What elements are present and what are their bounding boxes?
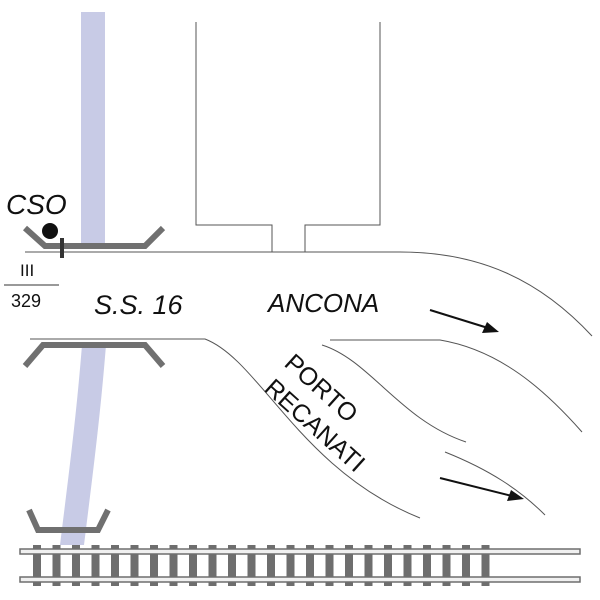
- railway-tie: [72, 545, 80, 586]
- railway-tie: [384, 545, 392, 586]
- cso-marker-icon: [42, 223, 58, 239]
- stream-lower: [60, 345, 106, 545]
- railway-tie: [286, 545, 295, 586]
- road-edge-top: [25, 251, 593, 337]
- railway-tie: [306, 545, 314, 586]
- railway-tie: [111, 545, 119, 586]
- railway-tie: [169, 545, 178, 586]
- railway-tie: [442, 545, 451, 586]
- fraction-top-label: III: [20, 261, 34, 280]
- road-edge-bottom: [30, 338, 421, 519]
- cso-label: CSO: [6, 189, 67, 220]
- stream-upper: [81, 12, 105, 246]
- rail-bottom: [19, 576, 581, 583]
- road-edge-lower-right: [444, 451, 546, 516]
- destination-ancona: ANCONA: [266, 288, 379, 318]
- railway-tie: [325, 545, 334, 586]
- railway-tie: [403, 545, 412, 586]
- bridge-railway: [26, 508, 111, 533]
- island-edge-outer: [330, 339, 583, 433]
- railway-tie: [345, 545, 353, 586]
- bridge-bottom: [22, 342, 166, 368]
- railway-tie: [364, 545, 373, 586]
- fraction-bottom-label: 329: [11, 291, 41, 311]
- railway-tie: [267, 545, 275, 586]
- railway-tie: [208, 545, 217, 586]
- railway-tie: [423, 545, 431, 586]
- railway-tie: [462, 545, 470, 586]
- railway-tie: [91, 545, 100, 586]
- railway-tie: [481, 545, 490, 586]
- railway-tie: [130, 545, 139, 586]
- railway-tie: [33, 545, 41, 586]
- railway-tie: [150, 545, 158, 586]
- railway-track: [19, 545, 581, 586]
- bridge-top: [22, 225, 166, 249]
- building-outline-right: [304, 22, 381, 252]
- railway-tie: [228, 545, 236, 586]
- island-edge-inner: [321, 344, 467, 443]
- railway-tie: [189, 545, 197, 586]
- railway-tie: [52, 545, 61, 586]
- cso-gate-icon: [60, 238, 64, 258]
- building-outline-left: [195, 22, 273, 252]
- arrow-porto-recanati-icon: [439, 477, 524, 501]
- railway-tie: [247, 545, 256, 586]
- arrow-ancona-icon: [429, 309, 499, 333]
- rail-top: [19, 548, 581, 555]
- road-label-ss16: S.S. 16: [94, 290, 184, 320]
